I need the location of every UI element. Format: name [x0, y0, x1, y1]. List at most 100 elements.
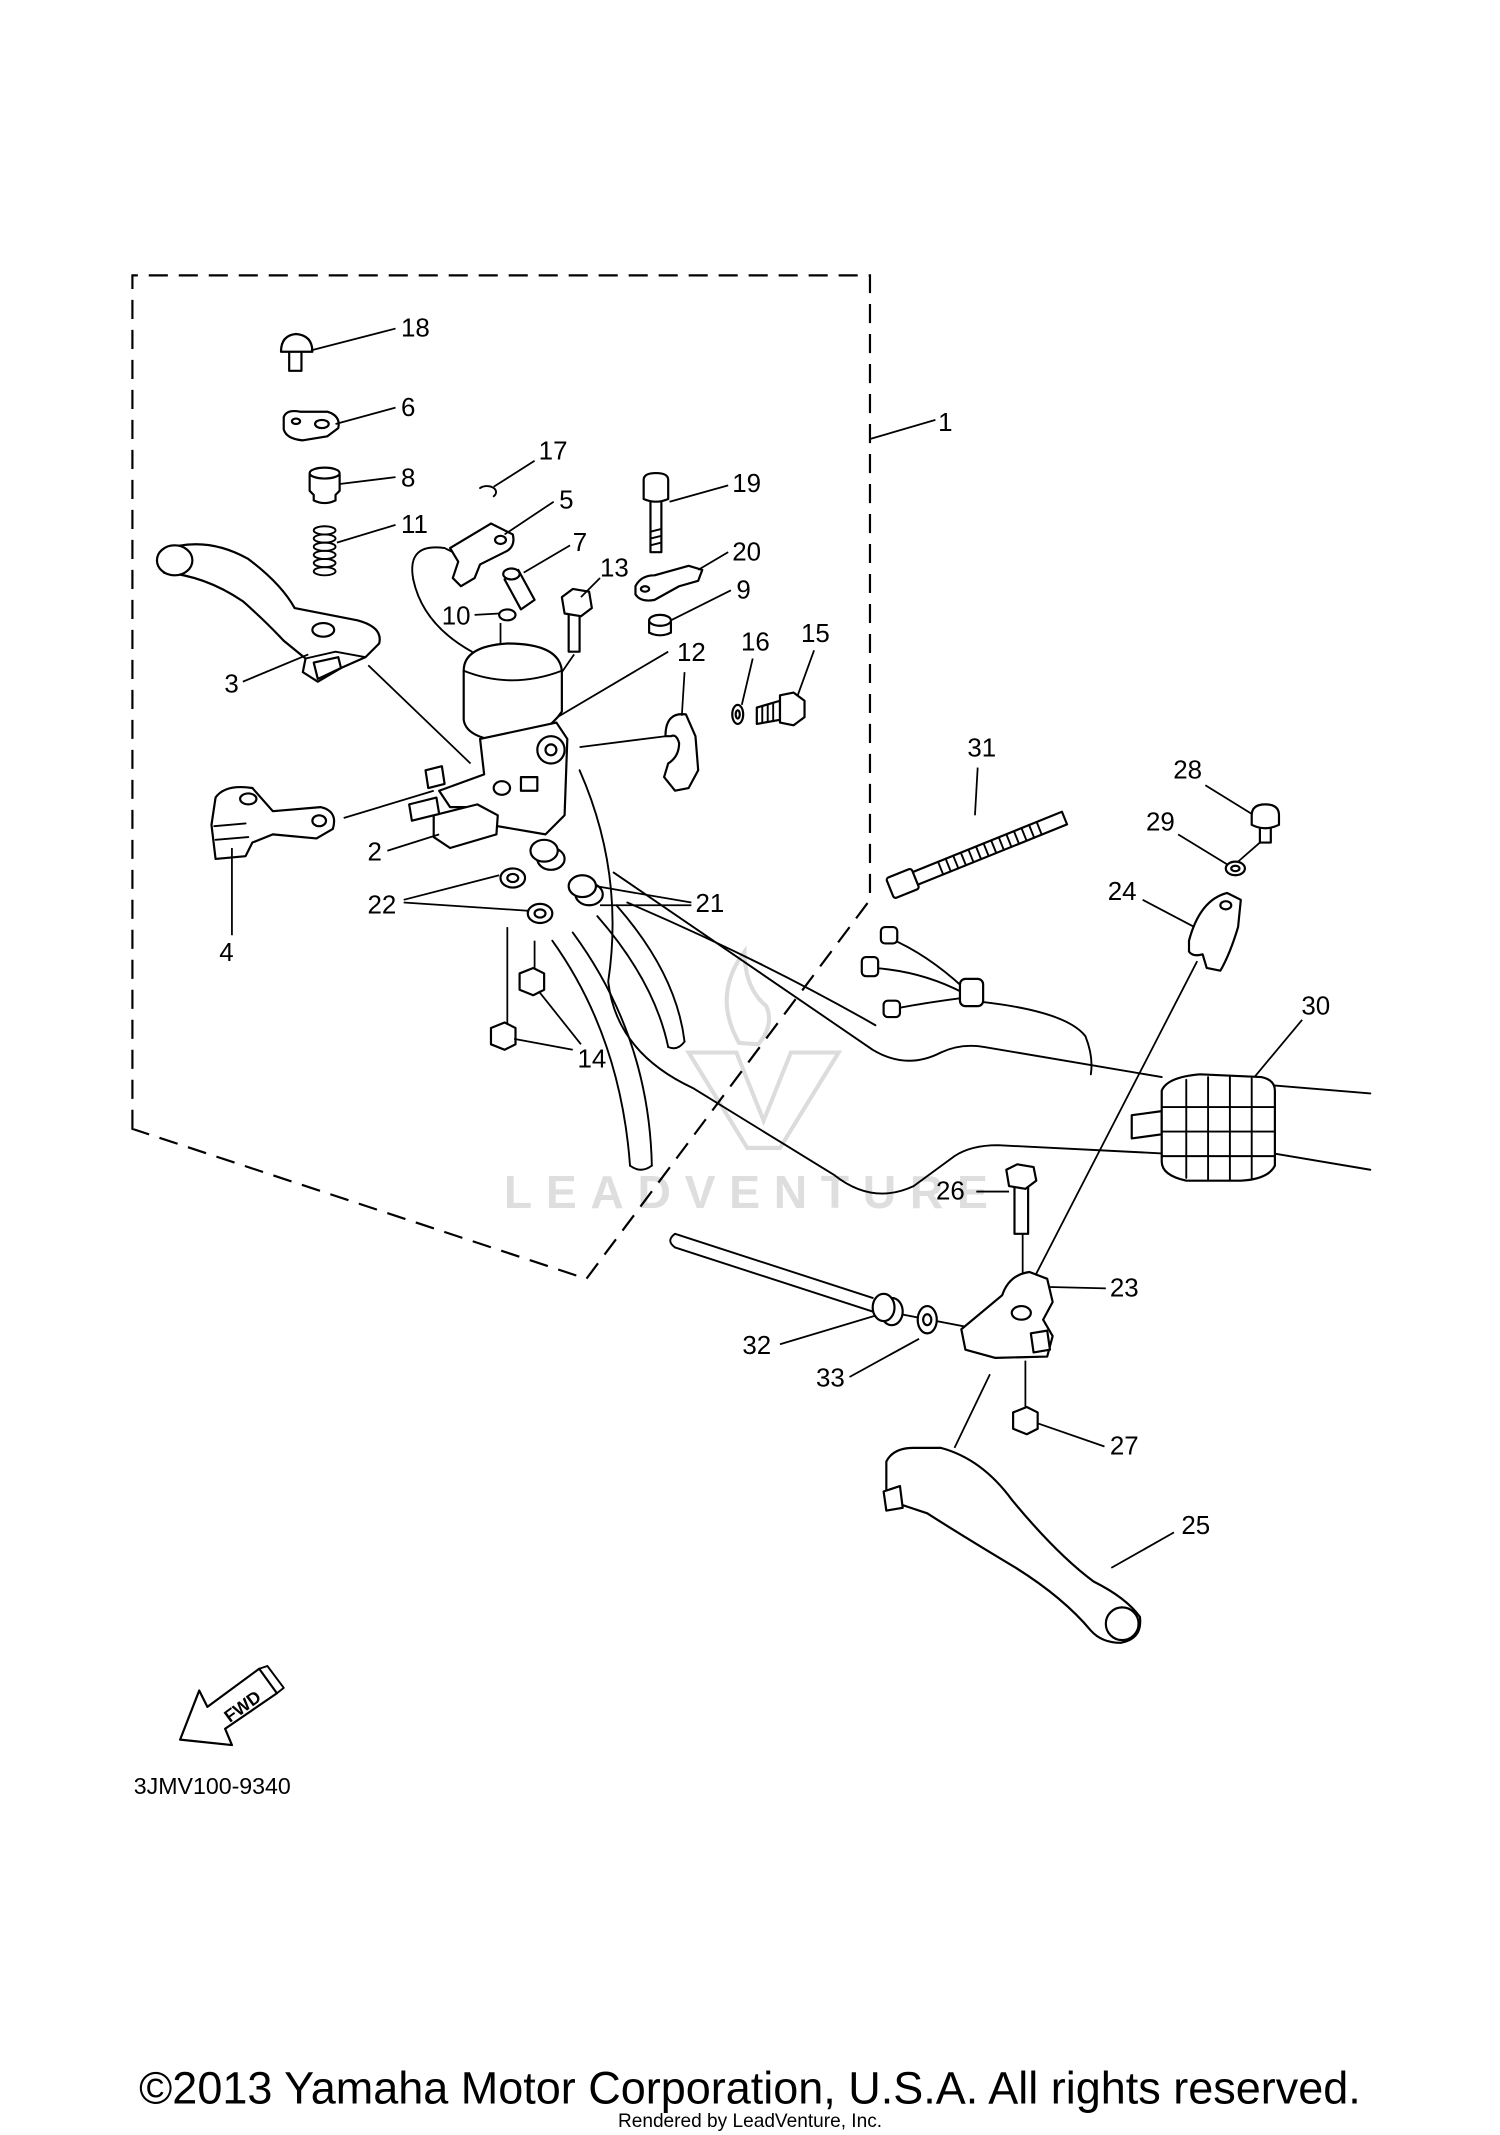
- leader-22a: [403, 874, 500, 901]
- part-26-shank: [1013, 1185, 1030, 1235]
- assembly-line-4: [343, 789, 434, 819]
- part-27-nut: [1012, 1405, 1039, 1436]
- callout-13: 13: [600, 555, 629, 583]
- throttle-cable: [669, 1232, 874, 1313]
- callout-21: 21: [695, 890, 724, 918]
- part-14-nut-upper: [518, 966, 546, 997]
- leader-10: [474, 612, 500, 616]
- wire-2: [871, 967, 964, 994]
- part-25-tab: [882, 1484, 904, 1512]
- part-32-adjuster: [871, 1292, 904, 1327]
- cable-bottom-edge: [674, 1246, 874, 1313]
- master-cylinder-square-port: [519, 776, 539, 792]
- leader-11: [336, 524, 396, 544]
- cable-top-edge: [674, 1232, 874, 1299]
- master-cylinder-reservoir-rim: [462, 669, 563, 682]
- leader-12: [680, 672, 686, 716]
- leader-14a: [537, 990, 582, 1045]
- part-24-body: [1187, 891, 1242, 972]
- callout-17: 17: [539, 437, 568, 465]
- part-25-clutch-lever: [882, 1446, 1142, 1644]
- part-8-boot: [308, 466, 341, 505]
- part-29-washer: [1224, 860, 1246, 877]
- leader-16: [740, 658, 754, 706]
- part-4-ridges: [213, 822, 250, 841]
- part-24-clamp: [1187, 891, 1242, 972]
- part-7-pin: [502, 567, 536, 611]
- hose-b-right: [615, 904, 686, 1043]
- assembly-line-28: [1237, 841, 1261, 863]
- part-3-ball-end: [155, 544, 194, 577]
- watermark: LEADVENTURE: [504, 945, 988, 1218]
- leader-14b: [513, 1037, 573, 1051]
- leader-5: [504, 500, 555, 536]
- callout-32: 32: [742, 1332, 771, 1360]
- leader-23: [1049, 1286, 1106, 1290]
- part-28-screw: [1250, 803, 1281, 844]
- part-3-body: [159, 543, 381, 683]
- part-16-washer: [731, 703, 745, 726]
- leader-13: [580, 577, 601, 598]
- part-30-grid: [1160, 1076, 1276, 1182]
- part-11-spring: [312, 525, 337, 577]
- part-2-pivot: [424, 765, 446, 790]
- leader-9: [670, 589, 732, 622]
- connector-plug-2: [860, 955, 880, 978]
- part-6-hole: [314, 418, 330, 430]
- forward-arrow-depth: [258, 1665, 285, 1695]
- callout-33: 33: [816, 1365, 845, 1393]
- cable-end: [669, 1232, 676, 1249]
- part-16-inner: [734, 709, 741, 720]
- leader-18: [310, 327, 396, 352]
- master-cylinder-port-inner: [544, 743, 558, 757]
- leader-33: [849, 1338, 920, 1378]
- part-4-lock-lever: [210, 785, 336, 860]
- connector-plug-3: [882, 999, 902, 1019]
- leader-28: [1204, 784, 1253, 815]
- callout-6: 6: [401, 394, 415, 422]
- callout-16: 16: [741, 628, 770, 656]
- part-15-head: [778, 691, 806, 727]
- callout-2: 2: [367, 838, 381, 866]
- part-5-hole: [493, 534, 508, 546]
- part-25-ball-end: [1104, 1606, 1140, 1642]
- callout-20: 20: [732, 538, 761, 566]
- part-18-head: [279, 332, 314, 353]
- callout-28: 28: [1173, 756, 1202, 784]
- part-21-adjuster-b-front: [567, 874, 598, 899]
- callout-31: 31: [967, 735, 996, 763]
- leader-17: [493, 460, 536, 488]
- part-2-switch: [408, 765, 499, 850]
- part-13-shank: [567, 612, 581, 653]
- callout-30: 30: [1301, 992, 1330, 1020]
- part-8-body: [308, 473, 341, 505]
- part-19-head: [642, 471, 670, 503]
- part-4-body: [210, 785, 336, 860]
- callout-29: 29: [1146, 808, 1175, 836]
- part-23-stop: [1029, 1329, 1052, 1354]
- hose-a-left: [551, 939, 631, 1167]
- part-14-nuts: [489, 966, 546, 1051]
- leader-7: [523, 544, 571, 574]
- callout-15: 15: [801, 620, 830, 648]
- part-15-bolt: [755, 691, 806, 727]
- callout-14: 14: [577, 1046, 606, 1074]
- forward-arrow-shape: [179, 1667, 279, 1747]
- part-12-clamp: [663, 713, 700, 792]
- part-6-hole-small: [290, 417, 302, 426]
- part-20-bracket: [634, 564, 704, 602]
- callout-22: 22: [367, 891, 396, 919]
- part-15-thread: [761, 702, 775, 724]
- callout-23: 23: [1110, 1275, 1139, 1303]
- leader-15: [796, 650, 815, 696]
- part-31-ridges: [937, 821, 1043, 876]
- part-33-nut: [916, 1304, 938, 1335]
- connector-body: [958, 977, 985, 1008]
- part-6-plate: [282, 409, 340, 442]
- leader-30: [1253, 1019, 1303, 1078]
- part-26-head: [1005, 1163, 1038, 1190]
- part-20-hole: [639, 585, 651, 593]
- leader-24: [1142, 899, 1195, 928]
- leader-25: [1110, 1531, 1175, 1569]
